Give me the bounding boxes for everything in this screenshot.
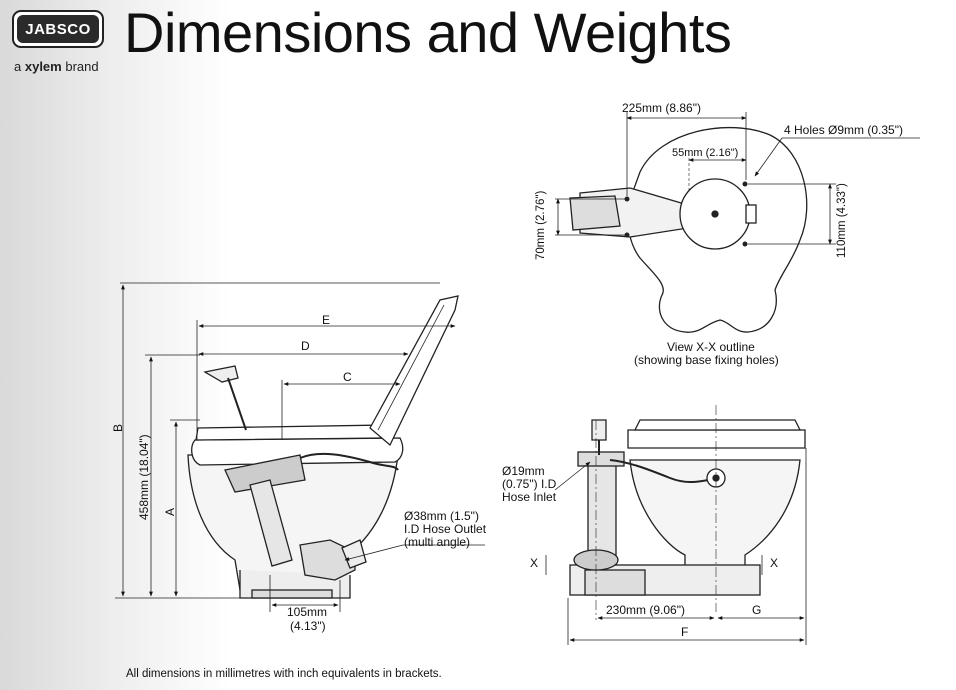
front-pump-column <box>587 459 617 566</box>
hole-spacing-label: 55mm (2.16") <box>672 147 738 159</box>
bottom-width-line2: (4.13") <box>290 619 326 633</box>
jabsco-logo: JABSCO <box>12 10 104 48</box>
brand-prefix: a <box>14 59 22 74</box>
right-height-label: 110mm (4.33") <box>836 183 848 258</box>
outlet-line2: I.D Hose Outlet <box>404 522 487 536</box>
top-width-label: 225mm (8.86") <box>622 101 701 115</box>
fixing-holes <box>624 181 748 247</box>
outlet-elbow <box>299 539 356 581</box>
pump-handle <box>203 365 239 383</box>
left-height-label: 70mm (2.76") <box>535 191 547 260</box>
bottom-width-line1: 105mm <box>287 605 327 619</box>
top-caption-line2: (showing base fixing holes) <box>634 353 779 367</box>
inlet-line1: Ø19mm <box>502 464 545 478</box>
brand-suffix: brand <box>65 59 99 74</box>
inlet-hose <box>299 452 399 471</box>
holes-label: 4 Holes Ø9mm (0.35") <box>784 123 903 137</box>
label-g: G <box>752 603 761 617</box>
side-view <box>115 282 485 612</box>
label-a: A <box>163 508 177 516</box>
front-view <box>545 405 807 645</box>
pump-cylinder <box>249 479 293 567</box>
background-gradient <box>0 0 230 690</box>
label-f: F <box>681 625 688 639</box>
label-b: B <box>111 424 125 432</box>
seat <box>191 437 404 466</box>
label-e: E <box>322 313 330 327</box>
holes-leader <box>754 137 783 177</box>
outlet-line3: (multi angle) <box>404 535 470 549</box>
label-c: C <box>343 370 352 384</box>
logo-text: JABSCO <box>17 15 99 43</box>
x-right: X <box>770 556 778 570</box>
pump-body <box>224 454 306 493</box>
footnote: All dimensions in millimetres with inch … <box>126 668 442 680</box>
outlet-leader <box>344 544 404 561</box>
inlet-line3: Hose Inlet <box>502 490 557 504</box>
x-left: X <box>530 556 538 570</box>
label-height: 458mm (18.04") <box>137 434 151 520</box>
side-tab <box>745 204 757 224</box>
top-view <box>555 112 920 333</box>
front-width-label: 230mm (9.06") <box>606 603 685 617</box>
open-lid <box>369 295 459 447</box>
front-seat <box>627 429 806 449</box>
base-outline <box>626 126 808 333</box>
page-title: Dimensions and Weights <box>124 1 732 64</box>
inlet-leader <box>554 461 591 491</box>
inlet-line2: (0.75") I.D <box>502 477 557 491</box>
pump-core <box>711 210 719 218</box>
label-d: D <box>301 339 310 353</box>
outlet-line1: Ø38mm (1.5") <box>404 509 479 523</box>
brand-name: xylem <box>24 59 62 74</box>
brand-tagline: a xylem brand <box>14 59 99 74</box>
top-caption-line1: View X-X outline <box>667 340 755 354</box>
arm-front <box>569 195 621 231</box>
